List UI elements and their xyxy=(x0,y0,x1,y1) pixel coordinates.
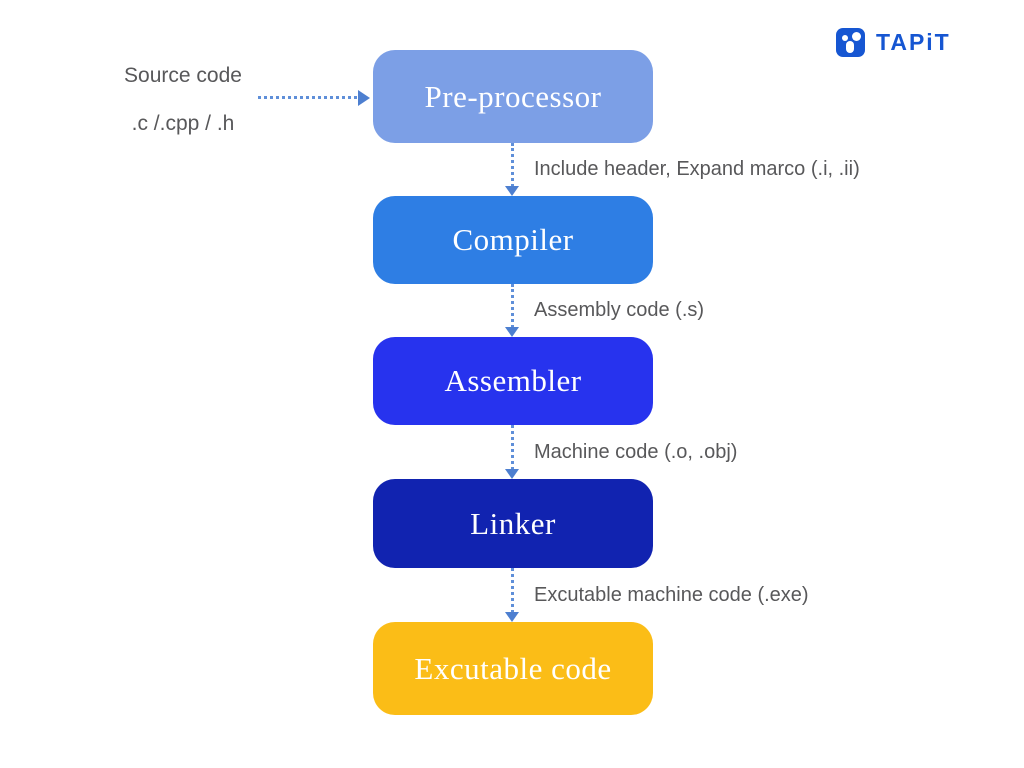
label-compiler-output: Assembly code (.s) xyxy=(534,299,705,321)
stage-box-pre-processor: Pre-processor xyxy=(373,50,653,143)
label-linker-output: Excutable machine code (.exe) xyxy=(534,584,809,606)
arrow-dotted-line xyxy=(511,568,514,613)
logo-dot-large xyxy=(852,32,861,41)
arrow-dotted-line xyxy=(511,284,514,328)
arrow-right-head-icon xyxy=(358,90,370,106)
arrow-preprocessor-to-compiler xyxy=(504,143,520,196)
stage-box-linker: Linker xyxy=(373,479,653,568)
stage-label-linker: Linker xyxy=(470,505,556,541)
source-code-extensions: .c /.cpp / .h xyxy=(131,112,235,135)
arrow-source-to-preprocessor xyxy=(258,89,370,107)
stage-box-compiler: Compiler xyxy=(373,196,653,284)
arrow-dotted-line xyxy=(511,425,514,470)
source-code-title: Source code xyxy=(124,64,242,87)
brand-logo: TAPiT xyxy=(836,28,951,57)
tapit-logo-icon xyxy=(836,28,865,57)
arrow-down-head-icon xyxy=(505,186,519,196)
stage-label-compiler: Compiler xyxy=(452,222,574,257)
arrow-dotted-line xyxy=(511,143,514,187)
brand-name: TAPiT xyxy=(876,29,951,55)
arrow-linker-to-excutable xyxy=(504,568,520,622)
stage-box-excutable-code: Excutable code xyxy=(373,622,653,715)
stage-label-excutable-code: Excutable code xyxy=(414,650,612,686)
logo-stem xyxy=(846,41,854,53)
arrow-compiler-to-assembler xyxy=(504,284,520,337)
label-preprocessor-output: Include header, Expand marco (.i, .ii) xyxy=(534,158,860,180)
stage-label-assembler: Assembler xyxy=(444,363,582,398)
logo-dot-small xyxy=(842,35,848,41)
arrow-down-head-icon xyxy=(505,327,519,337)
stage-label-pre-processor: Pre-processor xyxy=(424,78,602,114)
source-code-annotation: Source code .c /.cpp / .h xyxy=(88,62,278,137)
stage-box-assembler: Assembler xyxy=(373,337,653,425)
arrow-down-head-icon xyxy=(505,612,519,622)
arrow-dotted-line xyxy=(258,96,357,99)
label-assembler-output: Machine code (.o, .obj) xyxy=(534,441,738,463)
arrow-assembler-to-linker xyxy=(504,425,520,479)
arrow-down-head-icon xyxy=(505,469,519,479)
